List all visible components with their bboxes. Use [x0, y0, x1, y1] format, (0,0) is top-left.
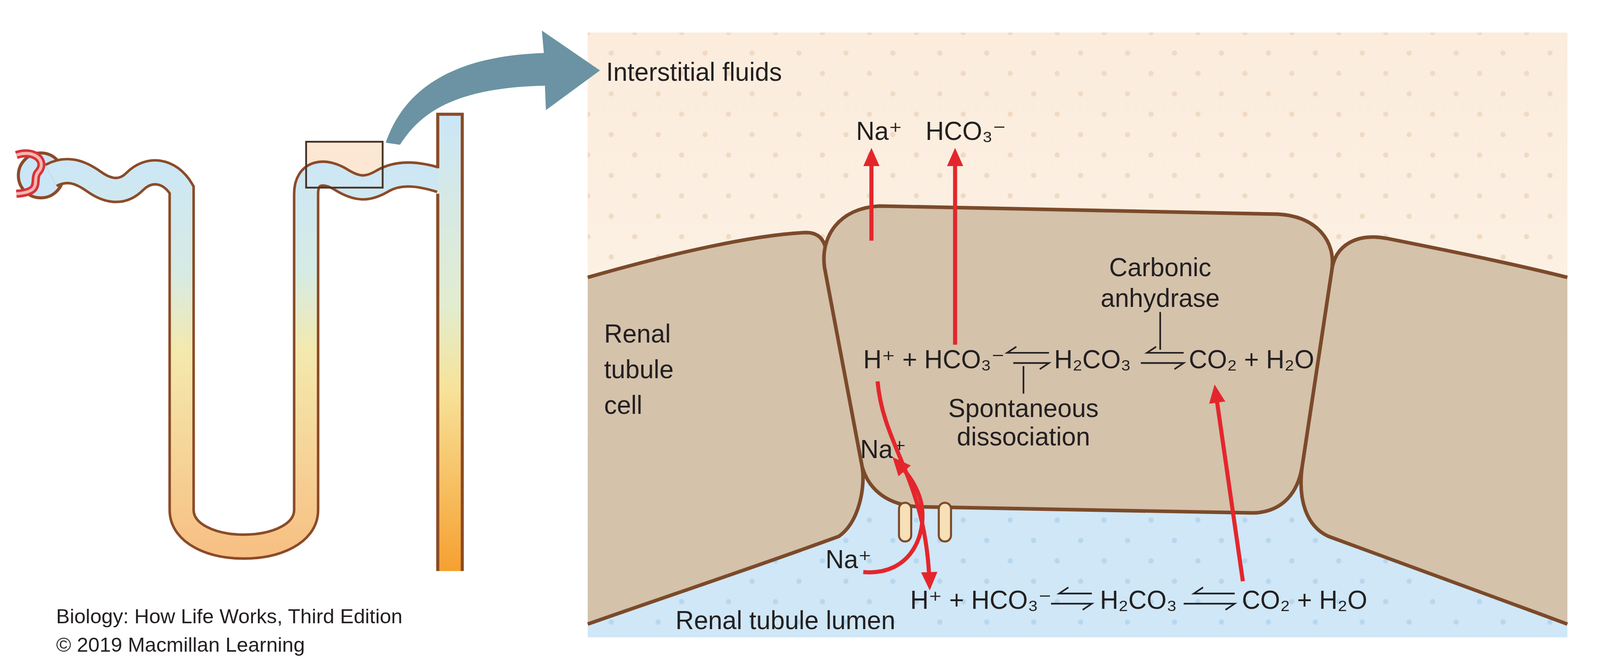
copyright-note: © 2019 Macmillan Learning: [55, 632, 305, 658]
renal-tubule-cell: Renal tubule cell: [587, 230, 866, 629]
ion-label: Na⁺: [856, 115, 903, 146]
renal-tubule-cell: Carbonic anhydrase H⁺ + HCO₃⁻ H₂CO₃ CO₂ + H…: [820, 200, 1337, 517]
enzyme-label: Carbonic anhydrase: [1083, 251, 1237, 314]
cell-fill: [823, 205, 1333, 514]
tubule-wall: [51, 171, 441, 547]
chemical-species: H₂CO₃: [1100, 584, 1177, 616]
tubule-lumen: [51, 171, 441, 547]
region-label: Interstitial fluids: [606, 55, 782, 87]
glomerulus: [16, 153, 42, 194]
cell-outline: [587, 230, 866, 629]
ion-label: HCO₃⁻: [925, 115, 1006, 146]
cell-membrane: [823, 205, 1333, 514]
chemical-species: CO₂ + H₂O: [1188, 343, 1315, 375]
chemical-species: CO₂ + H₂O: [1241, 584, 1368, 616]
chemical-species: H⁺ + HCO₃⁻: [910, 584, 1052, 616]
collecting-duct-wall: [437, 114, 462, 572]
region-label: Renal tubule cell: [604, 316, 707, 424]
glomerulus-core: [16, 153, 42, 194]
region-label: Renal tubule lumen: [675, 605, 896, 636]
leader-line: [1022, 366, 1025, 394]
ion-label: Na⁺: [825, 543, 872, 575]
zoom-box: [306, 141, 383, 188]
transport-arrow: [869, 153, 874, 241]
process-label: Spontaneous dissociation: [931, 393, 1116, 452]
leader-line: [1159, 312, 1162, 350]
transporter-subunit: [899, 503, 912, 542]
transport-arrow: [952, 153, 957, 346]
chemical-species: H⁺ + HCO₃⁻: [863, 343, 1005, 375]
transporter-subunit: [938, 503, 952, 542]
chemical-species: H₂CO₃: [1054, 343, 1131, 375]
collecting-duct: [437, 114, 462, 572]
figure-caption: Biology: How Life Works, Third Edition: [55, 604, 403, 629]
zoom-arrow: [385, 30, 601, 145]
